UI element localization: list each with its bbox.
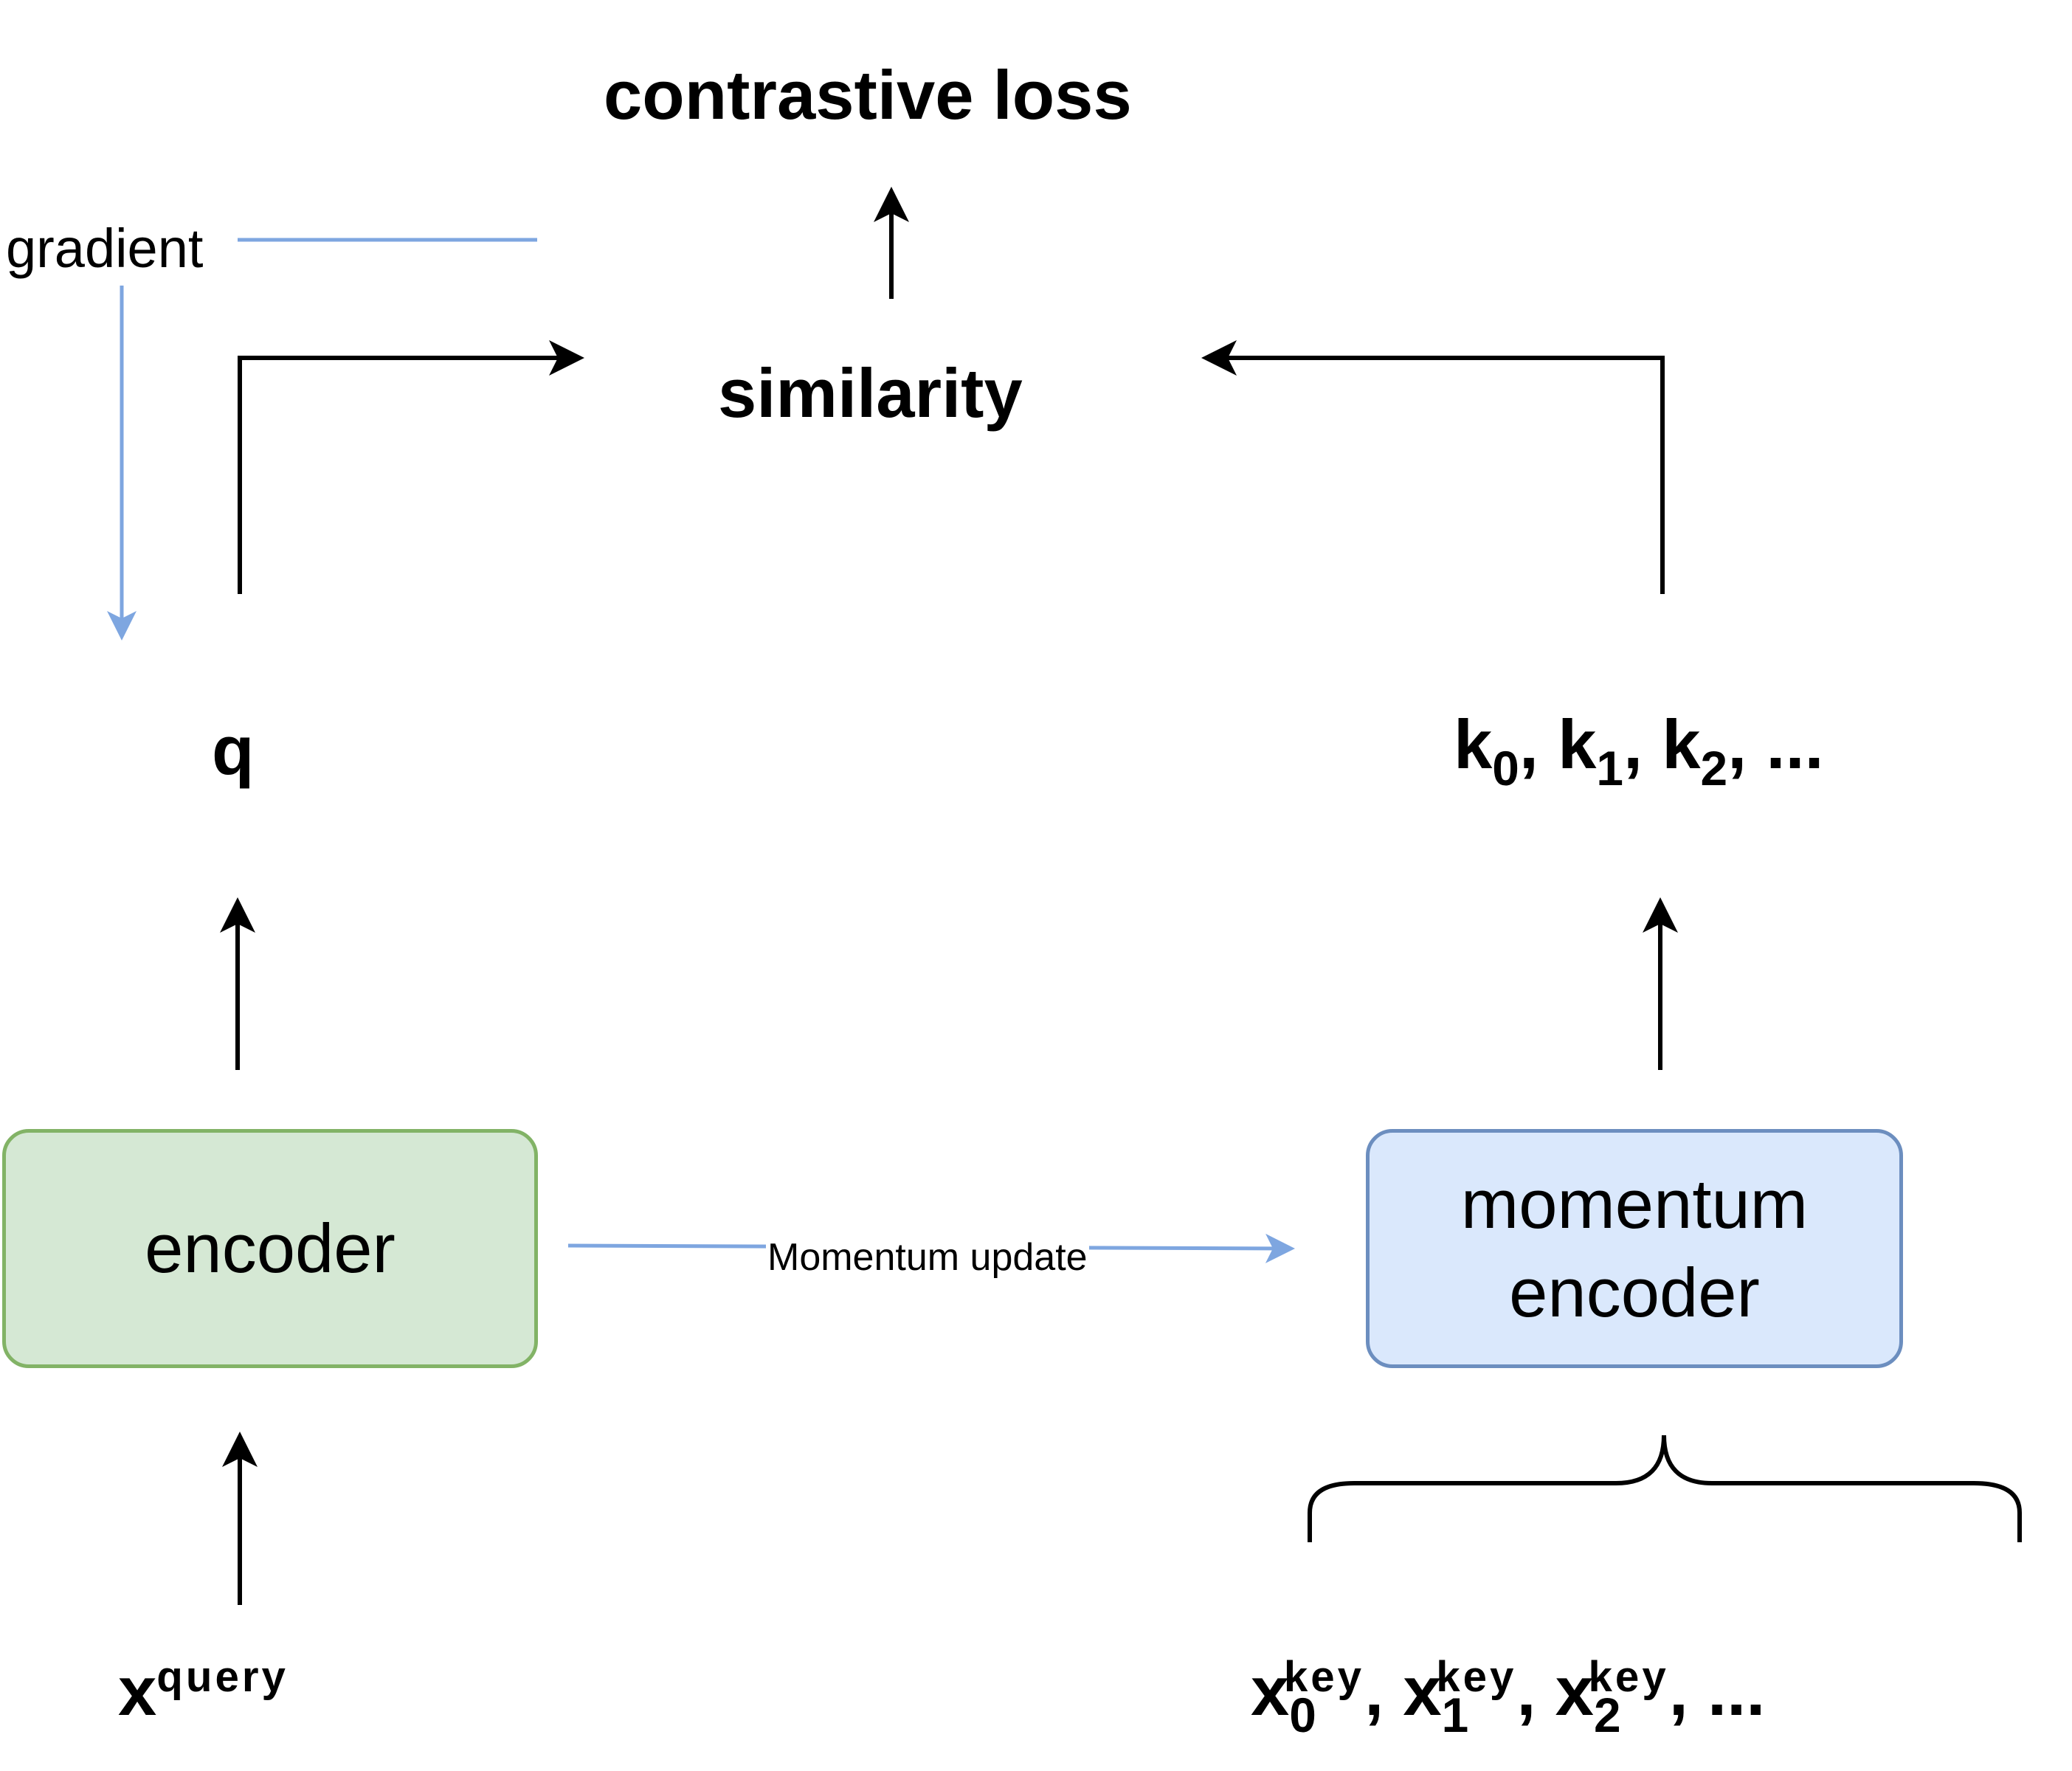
similarity-label: similarity: [718, 354, 1023, 432]
contrastive-loss-label: contrastive loss: [604, 56, 1132, 134]
arrow-q-to-similarity: [238, 340, 584, 594]
key-k2: k2: [1662, 705, 1728, 796]
momentum-encoder-label-line1: momentum: [1460, 1164, 1809, 1243]
x-keys-label: x0key, x1key, x2key, ...: [1251, 1652, 1766, 1743]
momentum-encoder-label-line2: encoder: [1509, 1254, 1760, 1331]
x-key-2: x2key: [1555, 1652, 1669, 1743]
x-key-1: x1key: [1403, 1652, 1517, 1743]
key-k1: k1: [1558, 705, 1623, 796]
curly-brace: [1308, 1435, 2022, 1542]
key-k0: k0: [1454, 705, 1519, 796]
arrow-keys-to-similarity: [1201, 340, 1665, 594]
momentum-update-label: Momentum update: [766, 1236, 1089, 1279]
encoder-label: encoder: [145, 1209, 396, 1287]
keys-label: k0, k1, k2, ...: [1454, 705, 1824, 796]
encoder-box[interactable]: encoder: [2, 1129, 538, 1368]
x-key-0: x0key: [1251, 1652, 1365, 1743]
q-label: q: [212, 711, 255, 789]
gradient-label: gradient: [6, 218, 204, 279]
x-query-label: xquery: [118, 1652, 289, 1730]
momentum-encoder-box[interactable]: momentum encoder: [1366, 1129, 1903, 1368]
